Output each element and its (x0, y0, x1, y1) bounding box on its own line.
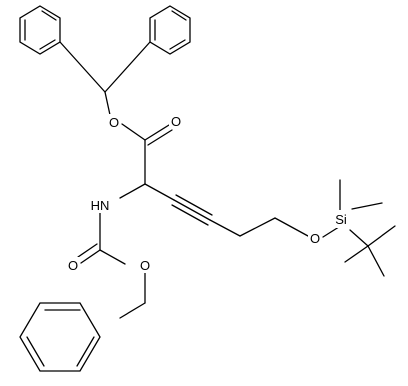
atom-label-ester-carbonyl-o: O (169, 113, 183, 129)
atom-label-amine-nh: HN (88, 197, 112, 213)
atom-label-ester-link-o: O (107, 114, 121, 130)
svg-text:Si: Si (335, 212, 347, 227)
atom-label-carbamate-carbonyl-o: O (66, 257, 80, 273)
silyl-bonds (322, 179, 396, 277)
svg-text:HN: HN (91, 198, 110, 213)
phenyl-ring-left (19, 5, 61, 55)
atom-label-silyl-ether-o: O (308, 230, 322, 246)
svg-text:O: O (310, 231, 320, 246)
phenyl-ring-right (149, 5, 191, 55)
svg-text:O: O (109, 115, 119, 130)
benzhydryl-bonds (59, 41, 151, 116)
svg-text:O: O (171, 114, 181, 129)
phenyl-ring-bottom (19, 302, 101, 372)
svg-text:O: O (68, 258, 78, 273)
atom-label-carbamate-link-o: O (138, 257, 152, 273)
carbamate-bonds (77, 209, 146, 319)
svg-text:O: O (140, 258, 150, 273)
ester-bonds (121, 123, 173, 185)
alkyne-chain (144, 183, 309, 237)
amino-bond (119, 183, 146, 199)
atom-label-silicon: Si (332, 210, 350, 228)
